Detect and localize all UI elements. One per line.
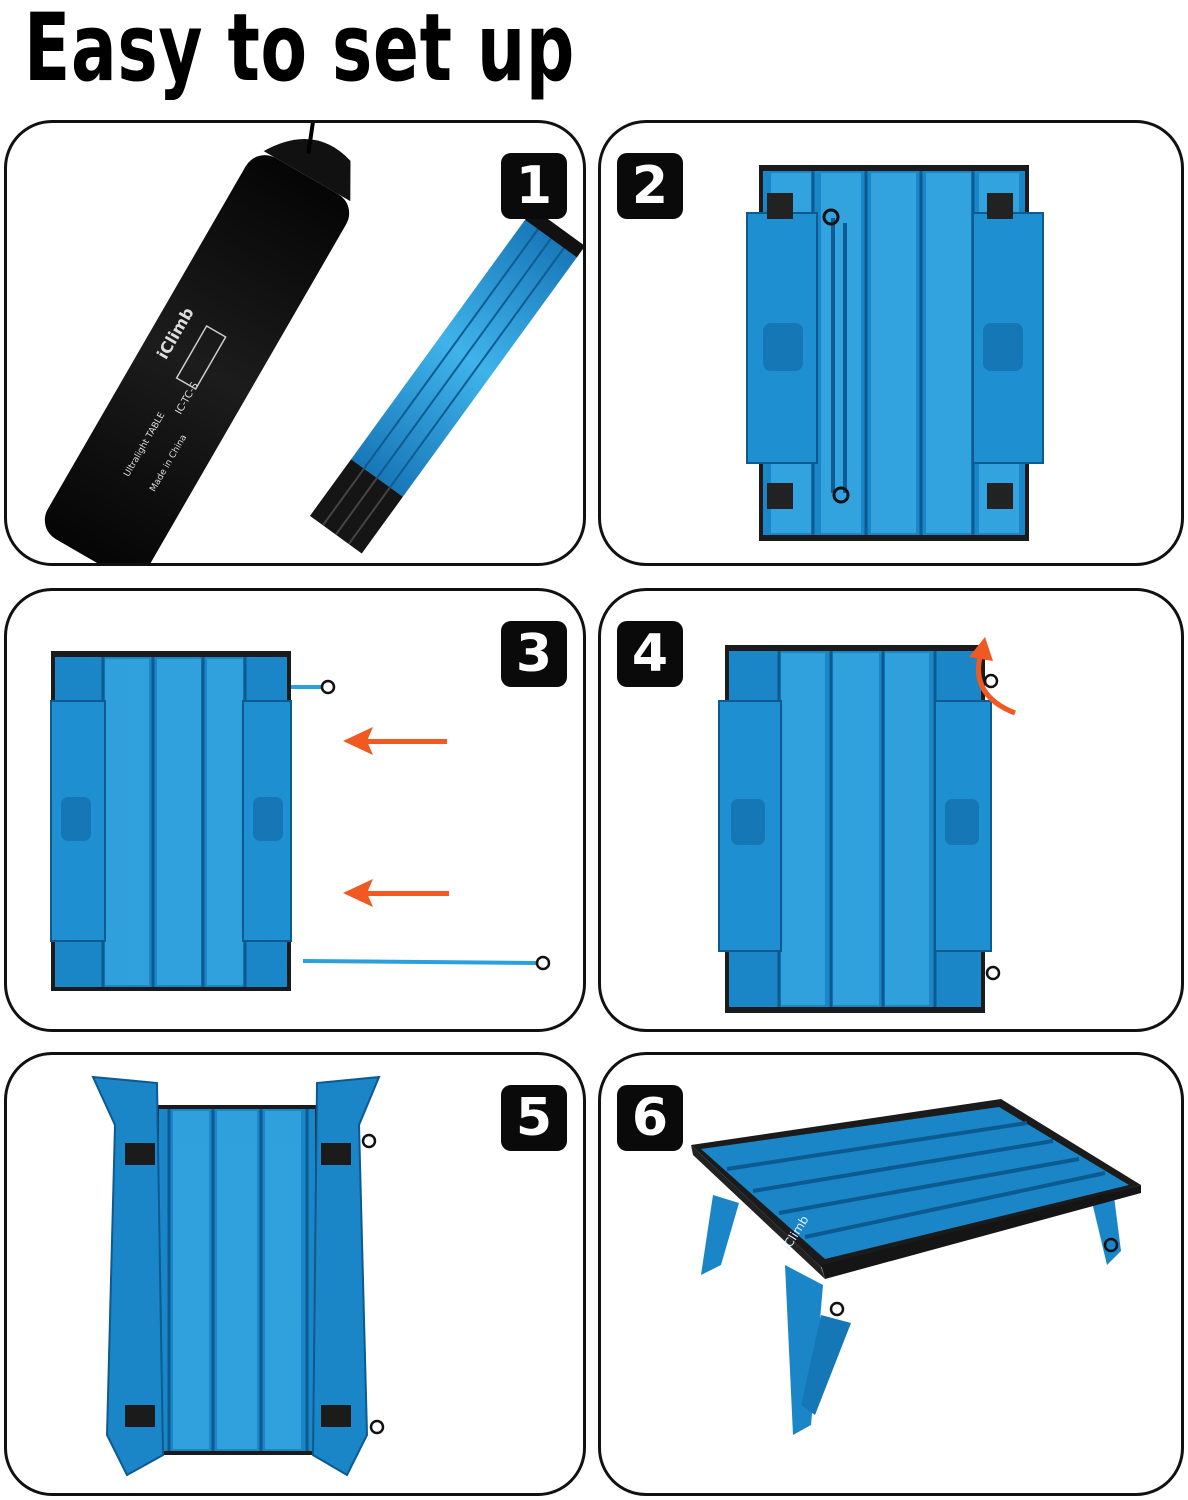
step-number-badge: 5 — [501, 1085, 567, 1151]
step-6-panel: iClimb 6 — [598, 1052, 1184, 1496]
legs-unfolded-illustration — [91, 1075, 385, 1477]
assembled-table-illustration: iClimb — [691, 1099, 1141, 1435]
step-number-badge: 6 — [617, 1085, 683, 1151]
step-number-badge: 1 — [501, 153, 567, 219]
step-number-badge: 2 — [617, 153, 683, 219]
curved-orange-arrow-icon — [976, 652, 1016, 716]
step-5-panel: 5 — [4, 1052, 586, 1496]
step-4-panel: 4 — [598, 588, 1184, 1032]
step-number-badge: 3 — [501, 621, 567, 687]
unrolled-table-top-illustration — [746, 165, 1044, 541]
carry-bag: iClimb IC-TC-S Ultralight TABLE Made in … — [44, 123, 351, 563]
remove-rods-illustration — [50, 651, 551, 991]
step-2-panel: 2 — [598, 120, 1184, 566]
step-number-badge: 4 — [617, 621, 683, 687]
flip-legs-illustration — [718, 637, 1016, 1013]
folded-table-and-bag-illustration: iClimb IC-TC-S Ultralight TABLE Made in … — [44, 123, 583, 563]
orange-arrow-icon — [343, 879, 449, 907]
step-1-panel: iClimb IC-TC-S Ultralight TABLE Made in … — [4, 120, 586, 566]
step-3-panel: 3 — [4, 588, 586, 1032]
folded-table-bundle — [309, 208, 583, 554]
orange-arrow-icon — [343, 727, 447, 755]
page-title: Easy to set up — [24, 0, 576, 103]
